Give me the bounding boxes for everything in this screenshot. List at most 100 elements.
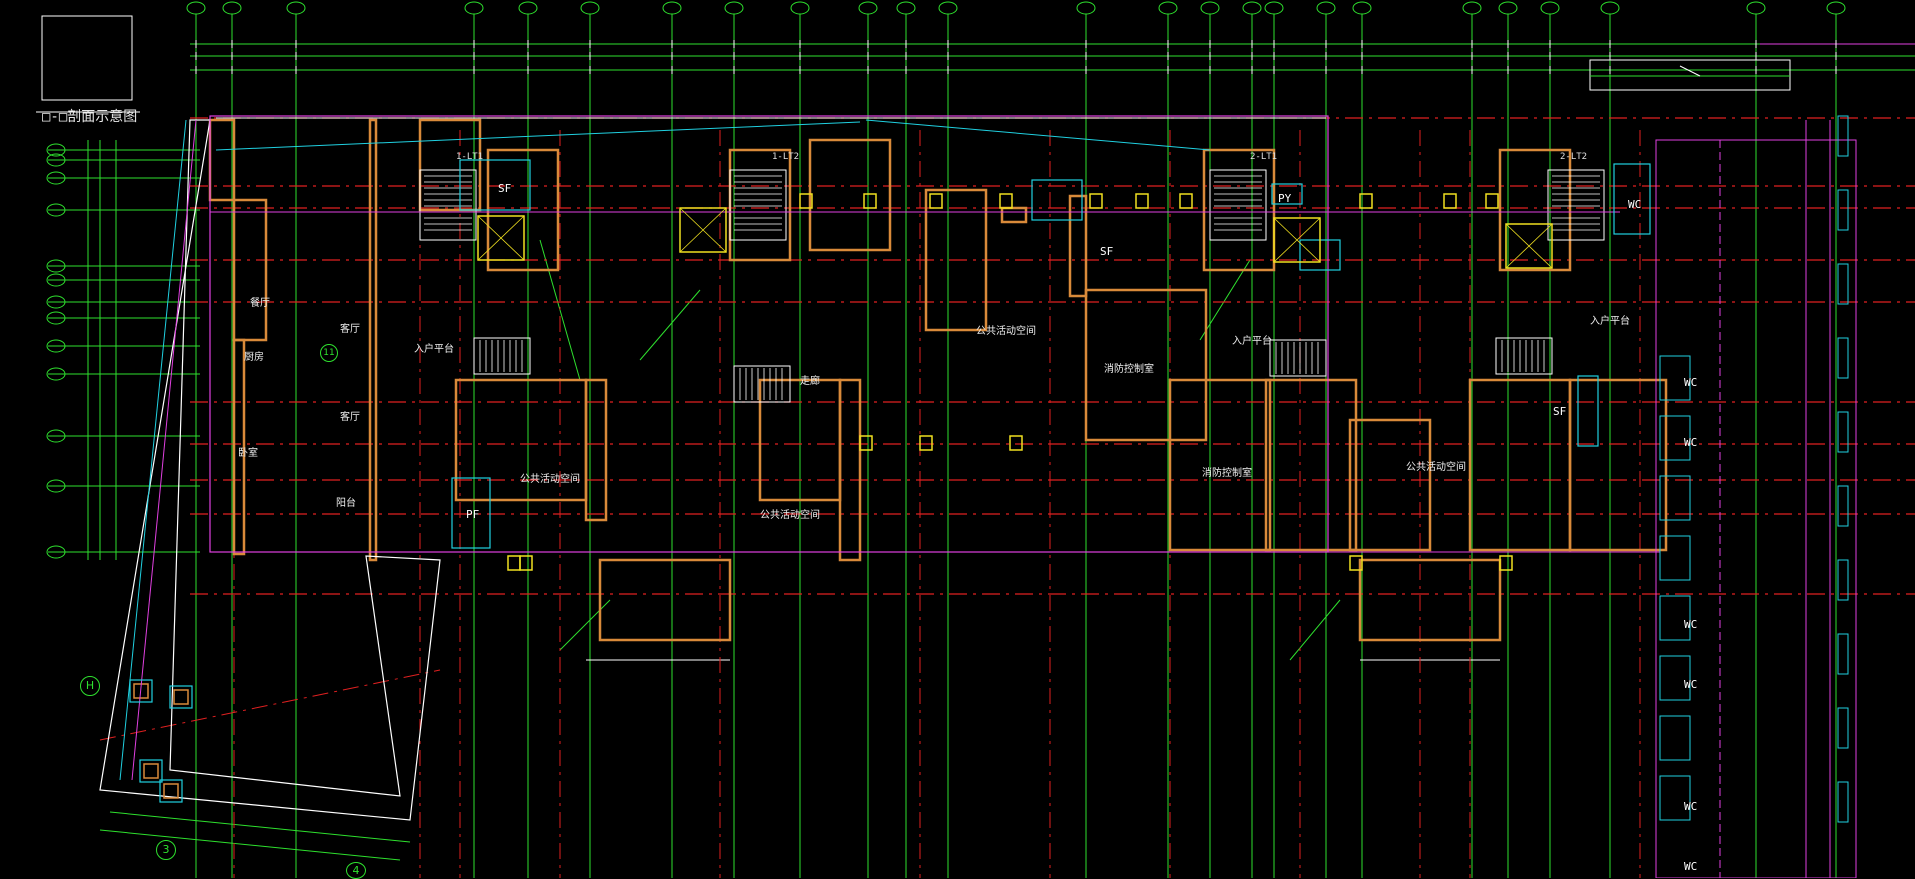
cyan-fixture	[1271, 183, 1303, 205]
yellow-lines	[129, 117, 1553, 803]
axis-bubble-top	[1746, 1, 1766, 15]
leader-line	[559, 599, 611, 651]
axis-marker-h[interactable]: H	[80, 676, 100, 696]
stair-label-4: 2-LT2	[1560, 152, 1588, 162]
axis-bubble-top	[938, 1, 958, 15]
axis-grid-lines	[46, 1, 1846, 878]
leader-line	[1199, 259, 1251, 341]
stair-core	[1209, 169, 1267, 241]
axis-bubble-left	[46, 259, 66, 273]
dimension-lines	[36, 40, 1915, 861]
leader-line	[1289, 599, 1341, 661]
cyan-fixture	[1577, 375, 1599, 447]
tag-wc-1: WC	[1628, 198, 1642, 211]
stair-label-2: 1-LT2	[772, 152, 800, 162]
wall-block	[1348, 418, 1432, 552]
axis-marker-4[interactable]: 4	[346, 862, 366, 879]
stair-core	[419, 169, 477, 241]
room-label-public-1: 公共活动空间	[520, 474, 580, 485]
right-fixture	[1837, 189, 1849, 231]
leader-line	[639, 289, 701, 361]
column	[863, 193, 877, 209]
elevator-x	[1505, 223, 1553, 269]
axis-bubble-left	[46, 171, 66, 185]
elevator-x	[1273, 217, 1321, 263]
column	[799, 193, 813, 209]
magenta-outline	[209, 115, 1329, 553]
cyan-lines	[119, 115, 1849, 823]
dimension-angled	[109, 811, 411, 843]
wall-block	[418, 118, 482, 212]
right-fixture	[1837, 337, 1849, 379]
axis-marker-11[interactable]: 11	[320, 344, 338, 362]
right-fixture	[1837, 781, 1849, 823]
right-fixture	[1837, 411, 1849, 453]
magenta-angled	[131, 119, 197, 781]
wall-block	[598, 558, 732, 642]
tag-wc-6: WC	[1684, 800, 1698, 813]
roof-slope	[865, 119, 1211, 151]
tag-sf-1: SF	[498, 182, 512, 195]
axis-bubble-left	[46, 479, 66, 493]
column	[919, 435, 933, 451]
room-label-dining: 餐厅	[250, 298, 270, 309]
elevator-box	[679, 207, 727, 253]
column	[929, 193, 943, 209]
cyan-angled	[119, 119, 187, 781]
column	[1359, 193, 1373, 209]
stair-flight	[1269, 339, 1327, 377]
cyan-fixture	[1613, 163, 1651, 235]
cyan-fixture	[451, 477, 491, 549]
column	[1179, 193, 1193, 209]
right-fixture	[1837, 263, 1849, 305]
stair-core	[729, 169, 787, 241]
wall-block	[808, 138, 892, 252]
column	[507, 555, 521, 571]
cyan-fixture	[459, 159, 531, 211]
stair-flight	[733, 365, 791, 403]
axis-marker-3[interactable]: 3	[156, 840, 176, 860]
axis-bubble-top	[186, 1, 206, 15]
wall-block	[1000, 206, 1028, 224]
wc-stall	[1659, 775, 1691, 821]
column-angled-core	[143, 763, 159, 779]
axis-bubble-top	[1462, 1, 1482, 15]
detail-arrow	[1679, 65, 1701, 77]
wc-stall	[1659, 475, 1691, 521]
axis-bubble-top	[1540, 1, 1560, 15]
wall-block	[1202, 148, 1276, 272]
axis-bubble-left	[46, 339, 66, 353]
wc-stall	[1659, 595, 1691, 641]
axis-bubble-top	[286, 1, 306, 15]
column	[1499, 555, 1513, 571]
column-angled-core	[173, 689, 189, 705]
wc-stall	[1659, 415, 1691, 461]
wc-stall	[1659, 355, 1691, 401]
room-label-entrance-2: 入户平台	[1232, 336, 1272, 347]
axis-bubble-left	[46, 311, 66, 325]
right-fixture	[1837, 485, 1849, 527]
wall-block	[1068, 194, 1088, 298]
column	[1009, 435, 1023, 451]
magenta-lines	[131, 115, 1857, 878]
wall-block	[584, 378, 608, 522]
detail-box	[1589, 59, 1791, 91]
tag-pf: PF	[466, 508, 480, 521]
section-legend	[41, 15, 133, 101]
room-label-public-3: 公共活动空间	[976, 326, 1036, 337]
wc-stall	[1659, 715, 1691, 761]
wc-stall	[1659, 535, 1691, 581]
right-fixture	[1837, 633, 1849, 675]
red-dashed-lines	[99, 117, 1915, 878]
column	[859, 435, 873, 451]
elevator-box	[1273, 217, 1321, 263]
axis-bubble-left	[46, 545, 66, 559]
room-label-fire-1: 消防控制室	[1104, 364, 1154, 375]
wall-block	[232, 338, 246, 556]
axis-bubble-left	[46, 143, 66, 157]
dimension-angled	[99, 829, 401, 861]
wc-stall	[1659, 655, 1691, 701]
right-fixture	[1837, 115, 1849, 157]
column	[519, 555, 533, 571]
